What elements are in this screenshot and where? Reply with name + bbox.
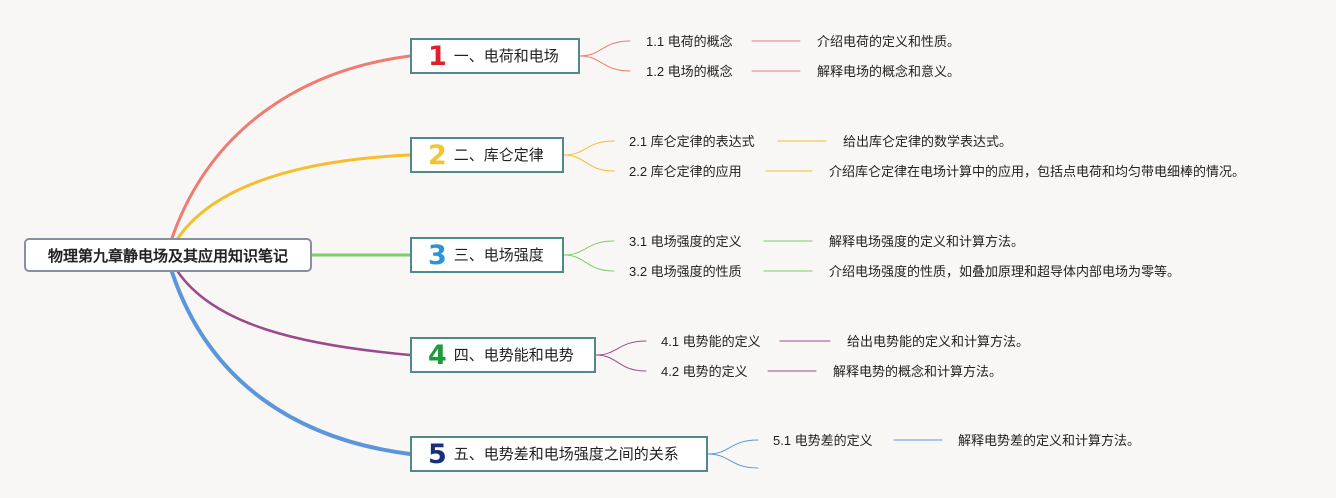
number-4-icon: 4 (428, 339, 447, 371)
branch-label: 一、电荷和电场 (453, 47, 559, 65)
description-1-2: 解释电场的概念和意义。 (817, 64, 961, 79)
fork-line-3-1 (563, 240, 615, 256)
branch-node-3[interactable]: 3 三、电场强度 (410, 237, 564, 273)
subtopic-2-2[interactable]: 2.2 库仑定律的应用 (629, 164, 742, 179)
description-3-1: 解释电场强度的定义和计算方法。 (829, 234, 1025, 249)
fork-line-4-2 (595, 354, 647, 372)
description-2-1: 给出库仑定律的数学表达式。 (843, 134, 1013, 149)
fork-line-2-2 (563, 154, 615, 172)
branch-node-5[interactable]: 5 五、电势差和电场强度之间的关系 (410, 436, 708, 472)
number-3-icon: 3 (428, 239, 447, 271)
subtopic-5-1[interactable]: 5.1 电势差的定义 (773, 433, 873, 448)
description-1-1: 介绍电荷的定义和性质。 (817, 34, 961, 49)
subtopic-2-1[interactable]: 2.1 库仑定律的表达式 (629, 134, 755, 149)
root-title: 物理第九章静电场及其应用知识笔记 (47, 247, 288, 265)
branch-label: 四、电势能和电势 (453, 346, 574, 364)
description-2-2: 介绍库仑定律在电场计算中的应用，包括点电荷和均匀带电细棒的情况。 (829, 164, 1246, 179)
trunk-line-2 (176, 153, 412, 240)
branch-node-2[interactable]: 2 二、库仑定律 (410, 137, 564, 173)
fork-line-1-2 (579, 55, 631, 72)
trunk-line-1 (170, 54, 412, 240)
subtopic-4-2[interactable]: 4.2 电势的定义 (661, 364, 748, 379)
fork-line-2-1 (563, 140, 615, 156)
fork-line-1-1 (579, 40, 631, 57)
branch-label: 二、库仑定律 (453, 146, 544, 164)
root-node[interactable]: 物理第九章静电场及其应用知识笔记 (24, 238, 312, 272)
fork-line-4-1 (595, 340, 647, 356)
description-4-2: 解释电势的概念和计算方法。 (833, 364, 1003, 379)
description-5-1: 解释电势差的定义和计算方法。 (958, 433, 1141, 448)
trunk-line-5 (170, 270, 412, 456)
subtopic-1-1[interactable]: 1.1 电荷的概念 (646, 34, 733, 49)
description-3-2: 介绍电场强度的性质，如叠加原理和超导体内部电场为零等。 (829, 264, 1181, 279)
branch-label: 三、电场强度 (453, 246, 544, 264)
branch-node-4[interactable]: 4 四、电势能和电势 (410, 337, 596, 373)
number-2-icon: 2 (428, 139, 447, 171)
subtopic-3-2[interactable]: 3.2 电场强度的性质 (629, 264, 742, 279)
subtopic-3-1[interactable]: 3.1 电场强度的定义 (629, 234, 742, 249)
branch-label: 五、电势差和电场强度之间的关系 (453, 445, 679, 463)
trunk-line-4 (176, 270, 412, 357)
fork-line-5-2 (707, 453, 759, 469)
fork-line-3-2 (563, 254, 615, 272)
number-5-icon: 5 (428, 438, 447, 470)
branch-node-1[interactable]: 1 一、电荷和电场 (410, 38, 580, 74)
subtopic-4-1[interactable]: 4.1 电势能的定义 (661, 334, 761, 349)
number-1-icon: 1 (428, 40, 447, 72)
description-4-1: 给出电势能的定义和计算方法。 (847, 334, 1030, 349)
subtopic-1-2[interactable]: 1.2 电场的概念 (646, 64, 733, 79)
fork-line-5-1 (707, 439, 759, 455)
